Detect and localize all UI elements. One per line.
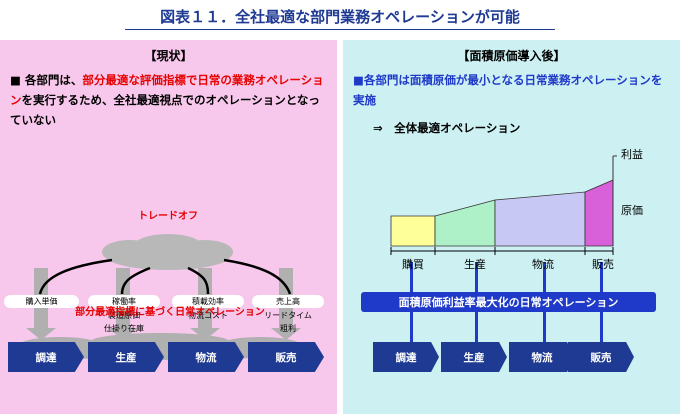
stage-production-area — [434, 199, 496, 247]
metric-text: リードタイム — [264, 311, 312, 320]
desc-part-1: 各部門は面積原価が最小となる日常業務オペレーション — [363, 73, 651, 87]
current-state-description: ■ 各部門は、部分最適な評価指標で日常の業務オペレーションを実行するため、全社最… — [10, 70, 330, 130]
tradeoff-cloud — [102, 234, 233, 270]
desc-part-2: を実施 — [353, 73, 663, 107]
desc-part-2-highlight: 部分最適な評価指標で日常の業務オペレーション — [10, 73, 324, 107]
area-cost-profit-banner: 面積原価利益率最大化の日常オペレーション — [361, 292, 656, 312]
stage-logistics-area — [494, 191, 586, 247]
metric-pill: 稼働率 — [88, 295, 160, 308]
bullet-mark: ■ — [353, 73, 364, 87]
tradeoff-label: トレードオフ — [138, 211, 198, 222]
profit-label: 利益 — [621, 148, 643, 161]
tradeoff-curves — [38, 258, 292, 295]
after-introduction-panel: 【面積原価導入後】 ■各部門は面積原価が最小となる日常業務オペレーションを実施 … — [343, 40, 680, 414]
metric-group-logistics: 積載効率 物流コスト — [172, 295, 244, 321]
current-state-heading: 【現状】 — [144, 49, 193, 63]
metric-group-production: 稼働率 製造原価 仕掛り在庫 — [88, 295, 160, 334]
metric-text: 仕掛り在庫 — [104, 324, 144, 333]
desc-part-3: を実行するため、全社最適視点でのオペレーションとなっていない — [10, 93, 320, 127]
metric-text: 物流コスト — [188, 311, 228, 320]
process-sales: 販売 — [248, 342, 324, 372]
metric-pill: 売上高 — [252, 295, 324, 308]
metric-pill: 積載効率 — [172, 295, 244, 308]
process-production: 生産 — [88, 342, 164, 372]
process-procurement: 調達 — [373, 342, 439, 372]
process-production: 生産 — [441, 342, 507, 372]
partial-optimization-banner: 部分最適指標に基づく日常オペレーション — [75, 307, 265, 318]
stage-dimension-arrows — [390, 247, 614, 255]
stage-label-production: 生産 — [464, 258, 486, 271]
metric-text: 粗利 — [280, 324, 296, 333]
stage-label-sales: 販売 — [592, 258, 614, 271]
bullet-mark: ■ — [10, 73, 21, 87]
metric-group-sales: 売上高 リードタイム 粗利 — [252, 295, 324, 334]
after-introduction-description: ■各部門は面積原価が最小となる日常業務オペレーションを実施 — [353, 70, 673, 110]
current-state-panel: 【現状】 ■ 各部門は、部分最適な評価指標で日常の業務オペレーションを実行するた… — [0, 40, 337, 414]
stage-purchasing-area — [390, 215, 436, 247]
page-title: 図表１１．全社最適な部門業務オペレーションが可能 — [160, 8, 520, 26]
metric-pill: 購入単価 — [4, 295, 79, 308]
process-procurement: 調達 — [8, 342, 84, 372]
metric-text: 製造原価 — [108, 311, 140, 320]
after-introduction-heading: 【面積原価導入後】 — [457, 49, 566, 63]
overall-optimization-text: ⇒ 全体最適オペレーション — [373, 121, 521, 135]
title-underline — [125, 29, 555, 30]
process-sales: 販売 — [568, 342, 634, 372]
stage-label-purchasing: 購買 — [402, 258, 424, 271]
stage-sales-area — [584, 179, 614, 247]
cost-label: 原価 — [621, 204, 643, 217]
area-cost-diagram — [390, 155, 617, 372]
stage-label-logistics: 物流 — [532, 258, 554, 271]
desc-part-1: 各部門は、 — [24, 73, 83, 87]
metric-group-procurement: 購入単価 — [4, 295, 79, 308]
process-logistics: 物流 — [168, 342, 244, 372]
process-logistics: 物流 — [509, 342, 575, 372]
